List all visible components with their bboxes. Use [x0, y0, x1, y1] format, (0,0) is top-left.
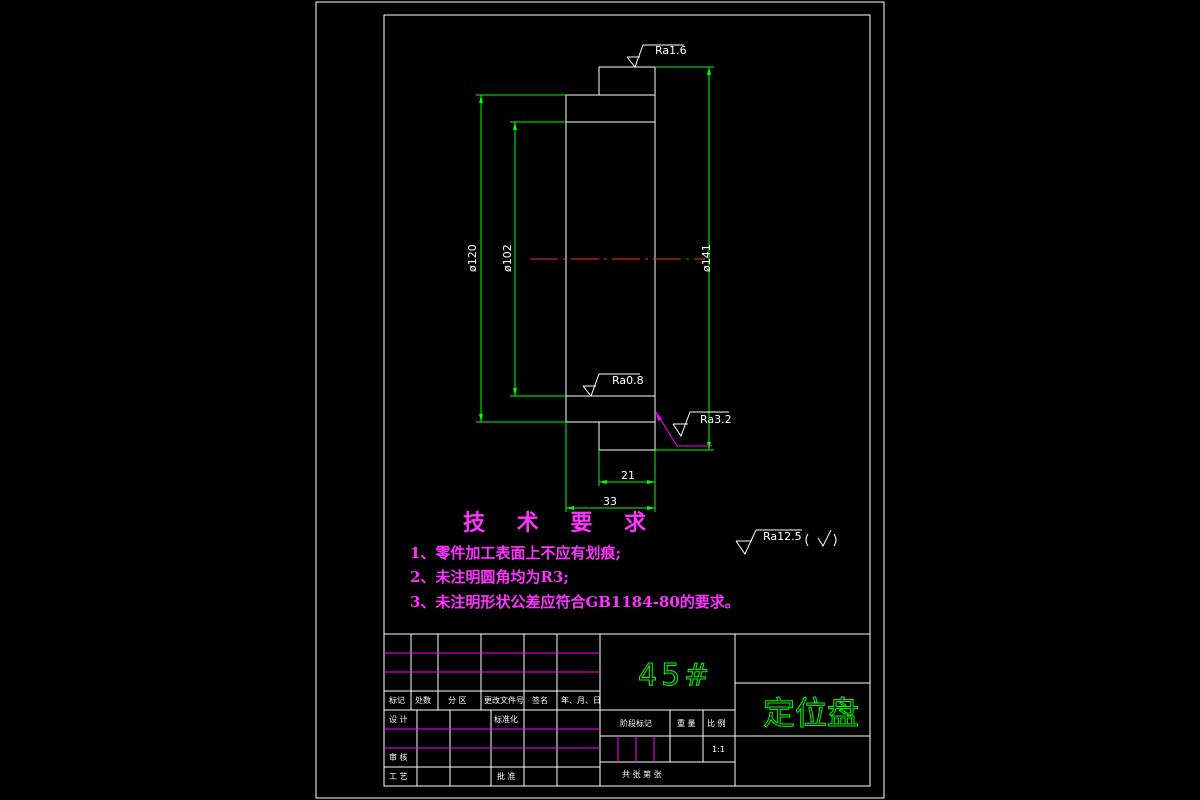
dim-text-w21: 21	[621, 469, 635, 482]
dimension-d120: ø120	[466, 94, 566, 423]
technical-requirements: 技 术 要 求 1、零件加工表面上不应有划痕; 2、未注明圆角均为R3; 3、未…	[410, 510, 740, 611]
dimension-w21: 21	[598, 450, 656, 512]
tb-row-review: 审 核	[389, 752, 408, 762]
roughness-top-text: Ra1.6	[655, 44, 687, 57]
requirements-title: 技 术 要 求	[463, 510, 658, 536]
tb-header-2: 分 区	[448, 696, 467, 705]
roughness-bore: Ra0.8	[582, 373, 644, 398]
tb-header-1: 处数	[415, 695, 431, 705]
roughness-general: Ra12.5	[735, 529, 837, 556]
tb-header-0: 标记	[389, 695, 405, 705]
title-block: 标记 处数 分 区 更改文件号 签名 年、月、日 设 计 标准化 审 核 工 艺…	[384, 633, 870, 786]
outer-border	[315, 1, 885, 799]
roughness-chamfer-text: Ra3.2	[700, 413, 732, 426]
roughness-top: Ra1.6	[626, 44, 687, 69]
tb-row-design: 设 计	[389, 714, 408, 724]
tb-weight: 重 量	[677, 718, 696, 728]
tb-row-process: 工 艺	[389, 772, 408, 781]
tb-approve: 批 准	[497, 771, 516, 781]
requirement-item-3: 3、未注明形状公差应符合GB1184-80的要求。	[410, 593, 740, 611]
roughness-chamfer: Ra3.2	[655, 411, 732, 447]
dimension-d102: ø102	[501, 121, 566, 397]
tb-material: 45#	[638, 658, 713, 693]
tb-header-3: 更改文件号	[484, 695, 524, 705]
requirement-item-2: 2、未注明圆角均为R3;	[410, 568, 569, 586]
tb-header-5: 年、月、日	[561, 695, 601, 705]
dim-text-d141: ø141	[700, 244, 713, 272]
roughness-general-text: Ra12.5	[763, 530, 802, 543]
tb-stage-mark: 阶段标记	[620, 718, 652, 728]
dim-text-d102: ø102	[501, 244, 514, 272]
tb-scale-value: 1:1	[712, 745, 725, 754]
dimension-d141: ø141	[655, 66, 714, 451]
tb-sheets: 共 张 第 张	[622, 769, 662, 779]
dim-text-w33: 33	[603, 495, 617, 508]
tb-standardize: 标准化	[494, 714, 518, 724]
inner-border	[383, 14, 871, 787]
requirement-item-1: 1、零件加工表面上不应有划痕;	[410, 544, 621, 562]
tb-scale-label: 比 例	[707, 718, 726, 728]
dim-text-d120: ø120	[466, 244, 479, 272]
tb-header-4: 签名	[532, 695, 548, 705]
roughness-bore-text: Ra0.8	[612, 374, 644, 387]
tb-part-name: 定位盘	[763, 694, 859, 732]
dimension-w33: 33	[565, 422, 655, 512]
